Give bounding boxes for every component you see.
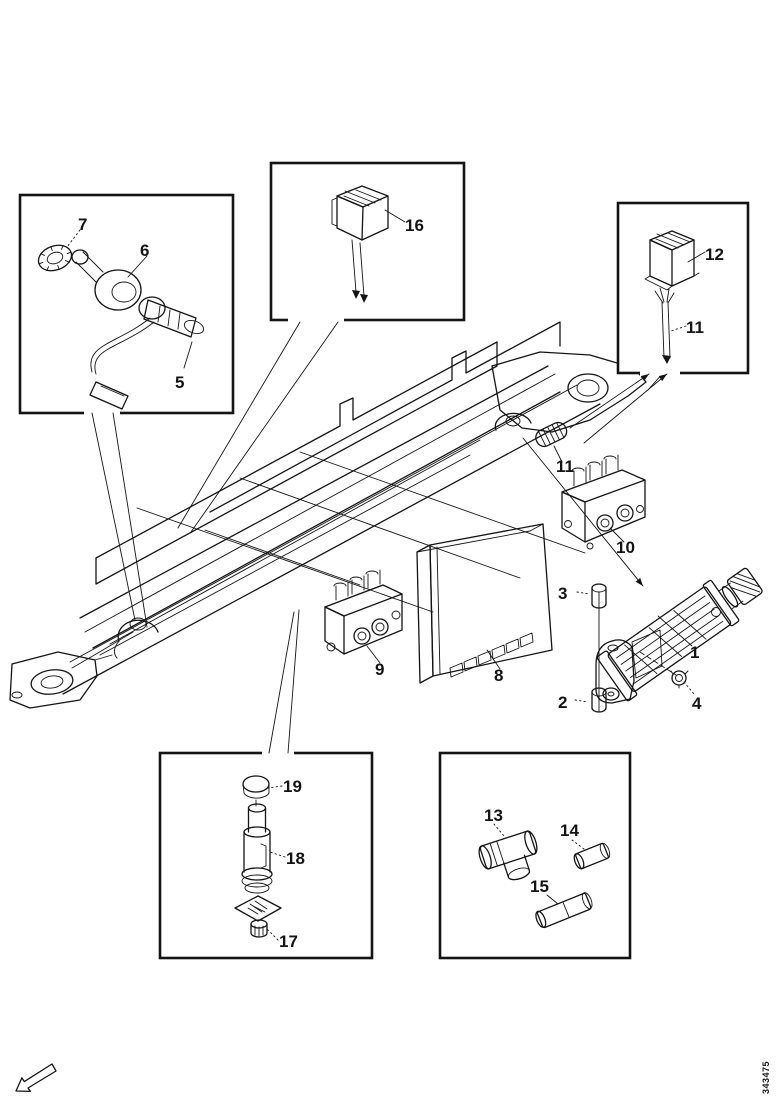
callout-11-inset: 11 [686,318,704,337]
callout-15: 15 [530,877,549,896]
callout-14: 14 [560,821,579,840]
callout-13: 13 [484,806,503,825]
callout-17: 17 [279,932,298,951]
part-6-plug [71,249,142,311]
detail-box-connector-12: 12 11 [569,201,750,444]
detail-box-fittings: 13 14 15 [438,751,632,960]
part-8-control-unit [416,523,553,684]
callout-3: 3 [558,584,567,603]
callout-11-main: 11 [556,457,574,476]
callout-2: 2 [558,693,567,712]
part-16-connector [331,185,389,303]
part-12-connector [644,230,700,291]
part-2-pin [591,687,607,713]
callout-12: 12 [705,245,724,264]
callout-10: 10 [616,538,635,557]
orientation-arrow-icon [15,1063,57,1093]
callout-9: 9 [375,660,384,679]
callout-1: 1 [690,643,699,662]
part-19-cap [242,775,270,807]
detail-box-valve: 19 18 17 [158,609,374,960]
callout-5: 5 [175,373,184,392]
callout-8: 8 [494,666,503,685]
part-9-valve-block [324,569,403,655]
part-15-tube [535,892,593,929]
callout-7: 7 [78,215,87,234]
detail-box-connector-16: 16 [177,161,466,533]
callout-19: 19 [283,777,302,796]
part-14-tube [573,842,611,870]
callout-4: 4 [692,694,702,713]
boom-frame [9,321,665,709]
callout-6: 6 [140,241,149,260]
part-18-plate [234,895,282,922]
part-13-tee-fitting [478,830,538,881]
part-11-wire [654,287,675,364]
detail-box-sensor: 7 6 5 [18,193,235,628]
callout-16: 16 [405,216,424,235]
callout-18: 18 [286,849,305,868]
main-assembly: 1 2 3 4 8 9 10 11 [9,321,763,713]
part-17-nut [250,919,268,938]
part-10-valve-block [561,454,646,550]
part-18-valve [241,803,273,894]
part-11-spring [535,421,568,448]
part-7-grommet [37,244,73,272]
part-3-pin [591,583,607,713]
drawing-number: 343475 [761,1061,771,1094]
part-5-sensor [89,296,205,410]
part-1-actuator [595,567,763,704]
